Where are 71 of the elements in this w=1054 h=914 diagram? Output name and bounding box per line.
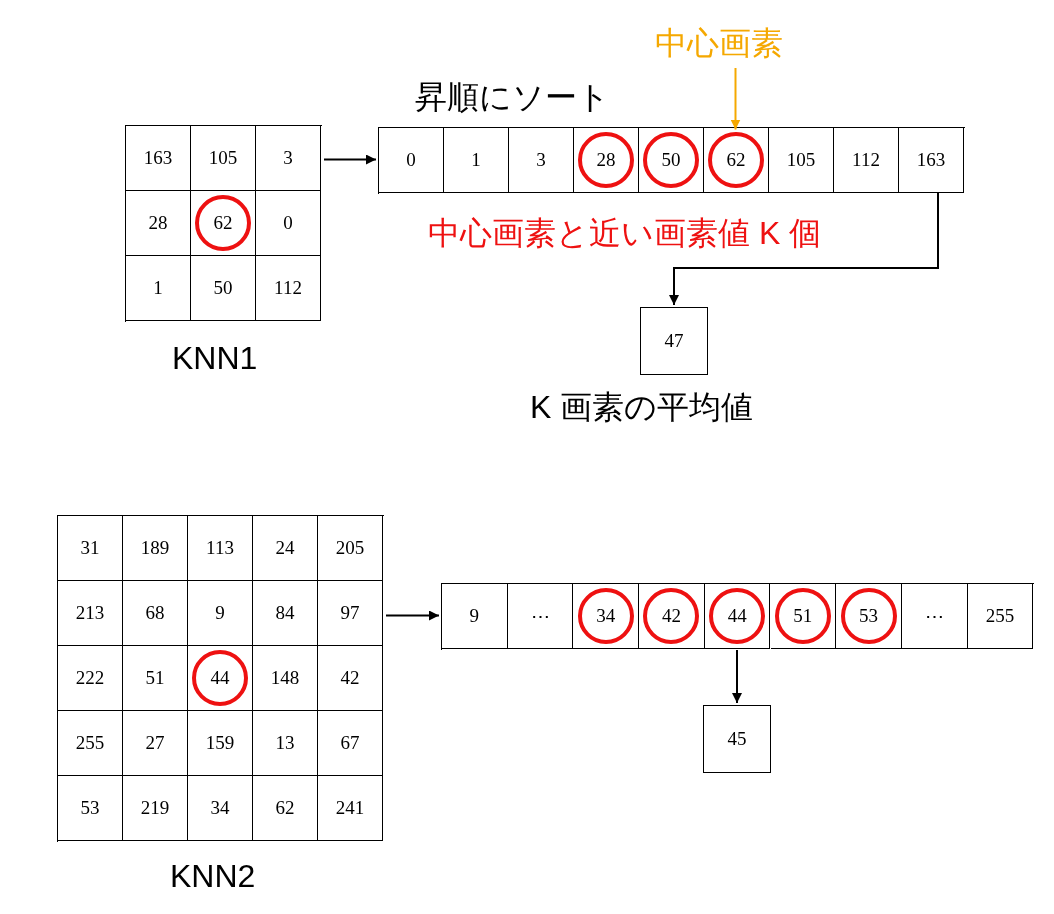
grid-cell: 97 [318, 581, 383, 646]
grid-cell: 255 [58, 711, 123, 776]
node-label: KNN2 [170, 858, 256, 895]
result-box: 45 [703, 705, 771, 773]
pixel-grid [125, 125, 322, 322]
arrow [732, 649, 742, 704]
grid-cell: 28 [126, 191, 191, 256]
grid-cell: 105 [769, 128, 834, 193]
circled-value: 34 [577, 588, 634, 644]
sorted-array [441, 583, 1034, 650]
grid-cell: 31 [58, 516, 123, 581]
grid-cell: 0 [379, 128, 444, 193]
grid-cell: 113 [188, 516, 253, 581]
circled-value: 44 [192, 650, 248, 706]
grid-cell [573, 584, 640, 649]
annotation-text: 中心画素 [655, 22, 783, 66]
grid-cell: 163 [126, 126, 191, 191]
grid-cell: 53 [58, 776, 123, 841]
grid-cell: 255 [967, 584, 1034, 649]
circled-value: 44 [709, 588, 766, 644]
grid-cell: 0 [256, 191, 321, 256]
grid-cell: 9 [442, 584, 508, 649]
circled-value: 62 [195, 195, 251, 251]
grid-cell: 3 [509, 128, 574, 193]
grid-cell: 24 [253, 516, 318, 581]
result-box: 47 [640, 307, 708, 375]
pixel-grid [57, 515, 384, 842]
grid-cell: 50 [191, 256, 256, 321]
grid-cell: 67 [318, 711, 383, 776]
grid-cell: 112 [834, 128, 899, 193]
node-label: K 画素の平均値 [530, 388, 754, 427]
grid-cell: 68 [123, 581, 188, 646]
grid-cell: 241 [318, 776, 383, 841]
grid-cell: 42 [318, 646, 383, 711]
arrow [730, 67, 741, 131]
grid-cell: ⋯ [507, 584, 574, 649]
grid-cell: 213 [58, 581, 123, 646]
circled-value: 53 [840, 588, 897, 644]
grid-cell: 1 [444, 128, 509, 193]
circled-value: 42 [643, 588, 700, 644]
grid-cell: 189 [123, 516, 188, 581]
grid-cell: 62 [253, 776, 318, 841]
node-label: 昇順にソート [415, 78, 610, 117]
circled-value: 50 [643, 132, 699, 188]
grid-cell [770, 584, 837, 649]
grid-cell: 27 [123, 711, 188, 776]
grid-cell: 13 [253, 711, 318, 776]
circled-value: 28 [578, 132, 634, 188]
note-text: 中心画素と近い画素値 K 個 [428, 214, 822, 253]
grid-cell: 1 [126, 256, 191, 321]
circled-value: 51 [774, 588, 831, 644]
sorted-array [378, 127, 965, 194]
grid-cell: 148 [253, 646, 318, 711]
grid-cell: ⋯ [901, 584, 968, 649]
grid-cell: 9 [188, 581, 253, 646]
arrow [669, 192, 939, 306]
grid-cell: 112 [256, 256, 321, 321]
arrow [323, 154, 377, 165]
grid-cell: 222 [58, 646, 123, 711]
grid-cell: 159 [188, 711, 253, 776]
grid-cell: 219 [123, 776, 188, 841]
circled-value: 62 [708, 132, 764, 188]
arrow [385, 610, 440, 621]
grid-cell: 105 [191, 126, 256, 191]
grid-cell: 163 [899, 128, 964, 193]
grid-cell: 51 [123, 646, 188, 711]
grid-cell: 205 [318, 516, 383, 581]
grid-cell: 84 [253, 581, 318, 646]
grid-cell: 3 [256, 126, 321, 191]
node-label: KNN1 [172, 340, 258, 377]
grid-cell: 34 [188, 776, 253, 841]
